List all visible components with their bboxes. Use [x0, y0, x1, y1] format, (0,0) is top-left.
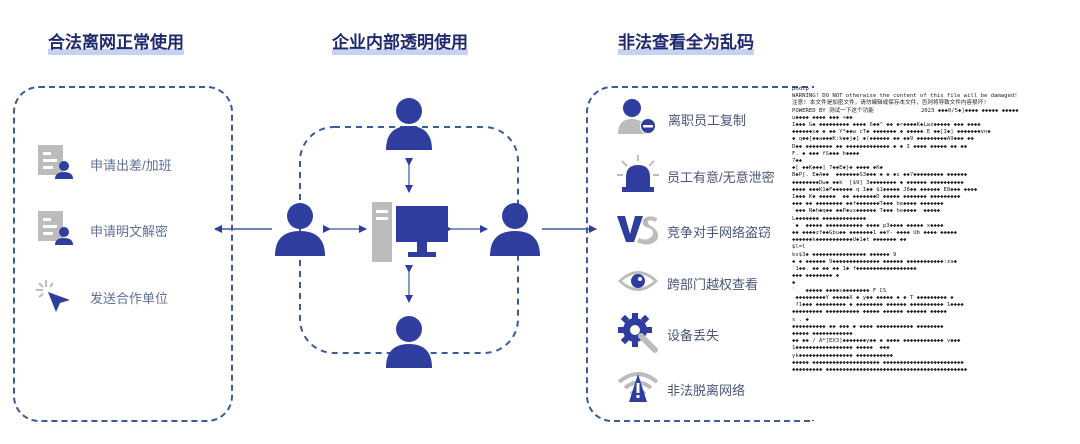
eye-icon [617, 267, 659, 300]
garbled-line: ◆◆◆◆◆ ◆◆◆◆◆◆◆◆◆◆◆◆◆◆◆◆◆◆◆◆ ◆◆◆◆◆◆◆◆◆◆◆◆◆… [792, 359, 964, 366]
garbled-line: $l=l [792, 244, 806, 251]
garbled-line: ks$3◆ ◆◆◆◆◆◆◆◆◆◆◆◆◆◆◆◆ ◆◆◆◆◆◆ 9 [792, 251, 897, 258]
vs-icon [617, 212, 659, 251]
right-item-label: 跨部门越权查看 [667, 277, 759, 292]
garbled-line: 7◆◆ [792, 158, 803, 165]
left-panel-title: 合法离网正常使用 [48, 28, 184, 55]
middle-panel-title: 企业内部透明使用 [332, 28, 468, 55]
left-item-label: 发送合作单位 [90, 291, 169, 306]
garbled-line: ◆◆◆◆◆◆k◆◆◆◆◆◆◆◆◆◆◆U◆1◆t ◆◆◆◆◆◆◆ ◆◆ [792, 237, 907, 244]
garbled-line: L◆◆◆◆◆◆◆ ◆◆◆◆◆◆◆◆◆◆◆◆◆ [792, 215, 867, 222]
garbled-line: ◆ q◆◆[◆◆a◆◆◆K:k◆◆j◆] ◆(◆◆◆◆◆◆ ◆◆ ◆◆9 ◆◆◆… [792, 136, 974, 143]
garbled-line: ◆[ ◆◆K◆◆◆] 7◆◆E◆}◆ ◆◆◆◆ ◆K◆ [792, 165, 883, 172]
garbled-line: ◆◆◆◆◆◆◆◆◆Y ◆◆◆◆◆X ◆ y◆◆ ◆◆◆◆◆ ◆ ◆ T ◆◆◆◆… [792, 294, 954, 301]
alarm-light-icon [617, 155, 659, 198]
garbled-line: ◆◆ ◆◆ / A*[EX3]◆◆◆◆◆◆◆y◆◆ ◆ ◆◆◆◆ ◆◆◆◆◆◆◆… [792, 338, 961, 345]
garbled-line: ◆◆◆◆◆ ◆◆◆◆◆◆◆◆◆◆◆◆ [792, 330, 853, 337]
garbled-line: 1◆◆◆◆◆◆◆◆◆◆◆◆◆◆◆◆◆ ◆◆◆◆◆ ◆◆◆ [792, 345, 890, 352]
garbled-line: F. ◆ ◆◆◆ fS◆◆◆ h◆◆◆◆ [792, 150, 860, 157]
garbled-line: ◆◆◆◆ ◆◆◆K1◆F◆◆◆◆◆◆ q I◆◆ $1◆◆◆◆◆ J8◆◆ ◆◆… [792, 186, 978, 193]
document-user-icon [36, 144, 74, 185]
garbled-line: `◆ ◆◆◆◆◆ ◆◆◆◆◆◆◆◆◆◆◆ ◆◆◆◆ p3◆◆◆◆ ◆◆◆◆◆ x… [792, 222, 944, 229]
right-item-cross-dept: 跨部门越权查看 [617, 267, 758, 300]
right-panel-title: 非法查看全为乱码 [618, 28, 754, 55]
gear-wrench-icon [617, 312, 659, 357]
garbled-line: ?1◆◆◆ ◆◆◆◆◆◆◆◆◆ ◆ ◆◆◆◆◆◆◆◆ ◆◆◆◆◆◆ ◆◆◆◆◆◆… [792, 302, 964, 309]
person-right-icon [488, 200, 542, 261]
garbled-line: B◆P[. E◆A◆◆ ◆◆◆◆◆◆◆S3◆◆◆ ◆ ◆ ◆s ◆◆7◆◆◆◆◆… [792, 172, 968, 179]
left-item-send-partner: 发送合作单位 [34, 278, 168, 317]
garbled-line: POWERED BY 测试一下这个功能 2023 ◆◆◆0/5◆]◆◆◆◆ ◆◆… [792, 107, 1019, 114]
garbled-line: WARNING! DO NOT otherwise the content of… [792, 93, 1018, 100]
garbled-line: yk◆◆◆◆◆◆◆◆◆◆◆◆◆◆◆◆ ◆◆◆◆◆◆◆◆◆◆◆ [792, 352, 894, 359]
garbled-line: ◆◆◆◆◆◆◆◆◆◆ ◆◆ ◆◆◆ ◆ ◆◆◆◆ ◆◆◆◆◆◆◆◆◆◆◆ ◆◆◆… [792, 323, 944, 330]
garbled-line: 注意! 本文件是加密文件，请勿编辑或保存本文件，否则将导致文件内容损坏! [792, 100, 987, 107]
garbled-line: s . ◆ [792, 316, 809, 323]
right-item-label: 设备丢失 [667, 328, 720, 343]
no-wifi-icon [617, 372, 659, 407]
left-item-label: 申请出差/加班 [90, 158, 172, 173]
right-item-device-lost: 设备丢失 [617, 312, 719, 357]
right-item-resigned-copy: 离职员工复制 [618, 98, 746, 141]
right-item-label: 竞争对手网络盗窃 [667, 225, 772, 240]
garbled-line: I◆◆◆ K◆ ◆◆◆◆◆ ◆◆ ◆◆◆◆◆◆◆D ◆◆◆◆◆ ◆◆◆◆◆◆◆ … [792, 194, 961, 201]
right-item-competitor: 竞争对手网络盗窃 [617, 212, 771, 251]
user-minus-icon [618, 98, 658, 141]
right-item-offline: 非法脱离网络 [617, 372, 745, 407]
right-panel [586, 86, 814, 422]
garbled-line: ◆◆◆ ◆◆ ◆◆◆◆◆◆◆◆ ◆◆f◆◆◆◆◆◆◆T◆◆◆ he◆◆◆◆ ◆◆… [792, 201, 944, 208]
person-left-icon [273, 200, 327, 261]
garbled-line: ` ◆◆◆◆◆ ◆◆◆◆s◆◆◆◆◆◆◆◆ F CS [792, 287, 887, 294]
left-item-label: 申请明文解密 [90, 224, 169, 239]
left-item-travel: 申请出差/加班 [36, 144, 172, 185]
garbled-line: ◆ ◆ ◆◆◆◆◆◆ 9◆◆◆◆◆◆◆◆◆◆◆◆◆◆ ◆◆◆◆◆◆ ◆◆◆◆◆◆… [792, 258, 958, 265]
garbled-line: ◆◆◆ ◆◆◆◆◆◆◆◆ ◆ [792, 273, 840, 280]
computer-icon [372, 202, 450, 269]
garbled-line: D◆◆ ◆◆◆◆◆◆◆◆ ◆◆ ◆◆◆◆◆◆◆◆◆◆◆◆◆ ◆ ◆ I ◆◆◆◆… [792, 143, 968, 150]
garbled-line: ◆◆◆◆◆◆◆◆◆ ◆◆◆◆◆◆◆◆◆◆◆◆◆◆◆◆◆◆◆◆◆◆◆◆◆◆◆◆◆◆… [792, 366, 968, 373]
document-user-icon [36, 210, 74, 251]
garbled-line: I◆◆◆ G◆ ◆◆◆◆◆◆◆◆◆ ◆◆◆◆ 6◆◆^ ◆◆ ◆r◆◆◆◆K◆L… [792, 122, 981, 129]
right-item-label: 离职员工复制 [668, 113, 747, 128]
person-bottom-icon [384, 314, 434, 373]
garbled-line: `◆◆◆ N◆h◆q◆◆ ◆◆P◆ux◆◆◆◆◆◆ T◆◆◆ he◆◆◆◆ ◆◆… [792, 208, 941, 215]
cursor-arrow-icon [34, 278, 74, 317]
person-top-icon [384, 96, 434, 155]
garbled-line: ◆◆◆◆◆◆◆◆◆ ◆◆◆◆◆◆◆◆◆◆ ◆◆◆◆◆ ◆◆◆◆◆◆ ◆◆◆◆◆◆… [792, 309, 947, 316]
garbled-line: u◆◆◆◆ ◆◆◆◆ ◆◆◆ +◆◆ [792, 114, 853, 121]
garbled-line: podlp [792, 86, 809, 92]
garbled-line: ◆◆◆◆◆◆x◆ ◆ ◆◆ Y*◆◆w cT◆ ◆◆◆◆◆◆◆ ◆ ◆◆◆◆◆ … [792, 129, 991, 136]
garbled-line: ◆◆ ◆◆◆◆zf◆◆Gbu◆◆ ◆◆◆◆◆◆◆1 ◆◆Y- ◆◆◆◆ Ub ◆… [792, 230, 958, 237]
garbled-line: ◆◆◆◆◆◆◆◆Dw◆ ◆◆k [$9] 3◆◆◆◆◆◆◆◆ ◆ ◆◆◆◆◆◆ … [792, 179, 964, 186]
garbled-line: `1◆◆. ◆◆ ◆◆ ◆◆ 1◆ f◆◆◆◆◆◆◆◆◆◆◆◆◆◆◆◆◆◆ [792, 266, 917, 273]
right-item-leak: 员工有意/无意泄密 [617, 155, 775, 198]
left-panel [13, 86, 233, 422]
garbled-line: ◆ [792, 280, 796, 287]
left-item-decrypt: 申请明文解密 [36, 210, 168, 251]
right-item-label: 员工有意/无意泄密 [667, 170, 775, 185]
right-item-label: 非法脱离网络 [667, 383, 746, 398]
